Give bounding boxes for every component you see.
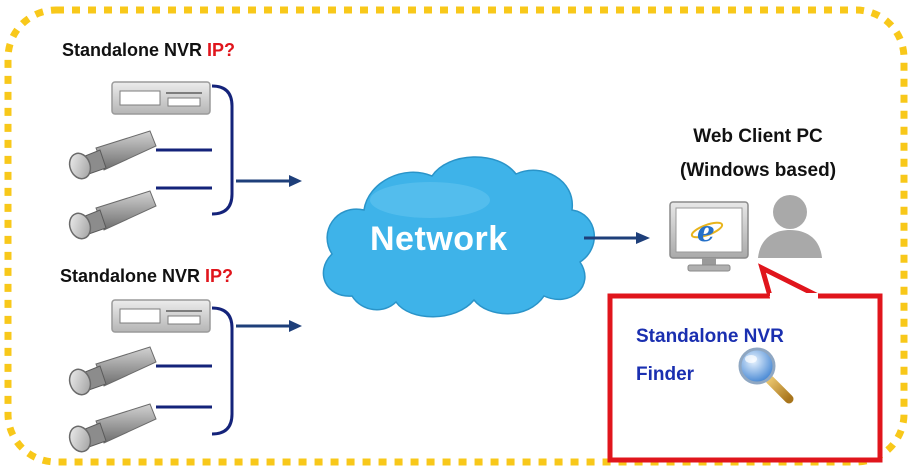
camera-bottom-1-icon xyxy=(68,346,157,396)
camera-bottom-2-icon xyxy=(68,403,157,453)
arrow-top-icon xyxy=(236,175,302,187)
nvr-bottom-ip-badge: IP? xyxy=(205,266,234,286)
magnifier-icon xyxy=(738,347,794,404)
connection-lines-top xyxy=(156,84,234,216)
arrow-bottom-icon xyxy=(236,320,302,332)
web-client-label: Web Client PC (Windows based) xyxy=(650,120,866,188)
finder-label: Standalone NVR Finder xyxy=(636,318,784,394)
nvr-top-ip-badge: IP? xyxy=(207,40,236,60)
web-client-subtitle: (Windows based) xyxy=(679,160,837,181)
nvr-top-name: Standalone NVR xyxy=(62,40,203,60)
nvr-bottom-label: Standalone NVR IP? xyxy=(60,266,233,287)
nvr-device-top-icon xyxy=(111,81,211,115)
camera-top-1-icon xyxy=(68,130,157,180)
svg-text:e: e xyxy=(697,215,715,248)
pc-monitor-icon xyxy=(669,201,749,272)
network-label: Network xyxy=(370,220,508,258)
user-silhouette-icon xyxy=(758,195,822,258)
web-client-title: Web Client PC xyxy=(693,126,823,147)
nvr-top-label: Standalone NVR IP? xyxy=(62,40,235,61)
internet-explorer-icon: e xyxy=(690,215,724,248)
network-cloud-icon xyxy=(322,156,595,318)
nvr-bottom-name: Standalone NVR xyxy=(60,266,201,286)
nvr-device-bottom-icon xyxy=(111,299,211,333)
finder-subtitle: Finder xyxy=(636,364,695,385)
camera-top-2-icon xyxy=(68,190,157,240)
dashed-frame xyxy=(4,6,908,466)
connection-lines-bottom xyxy=(156,306,234,436)
arrow-to-client-icon xyxy=(584,232,650,244)
finder-title: Standalone NVR xyxy=(636,326,784,347)
